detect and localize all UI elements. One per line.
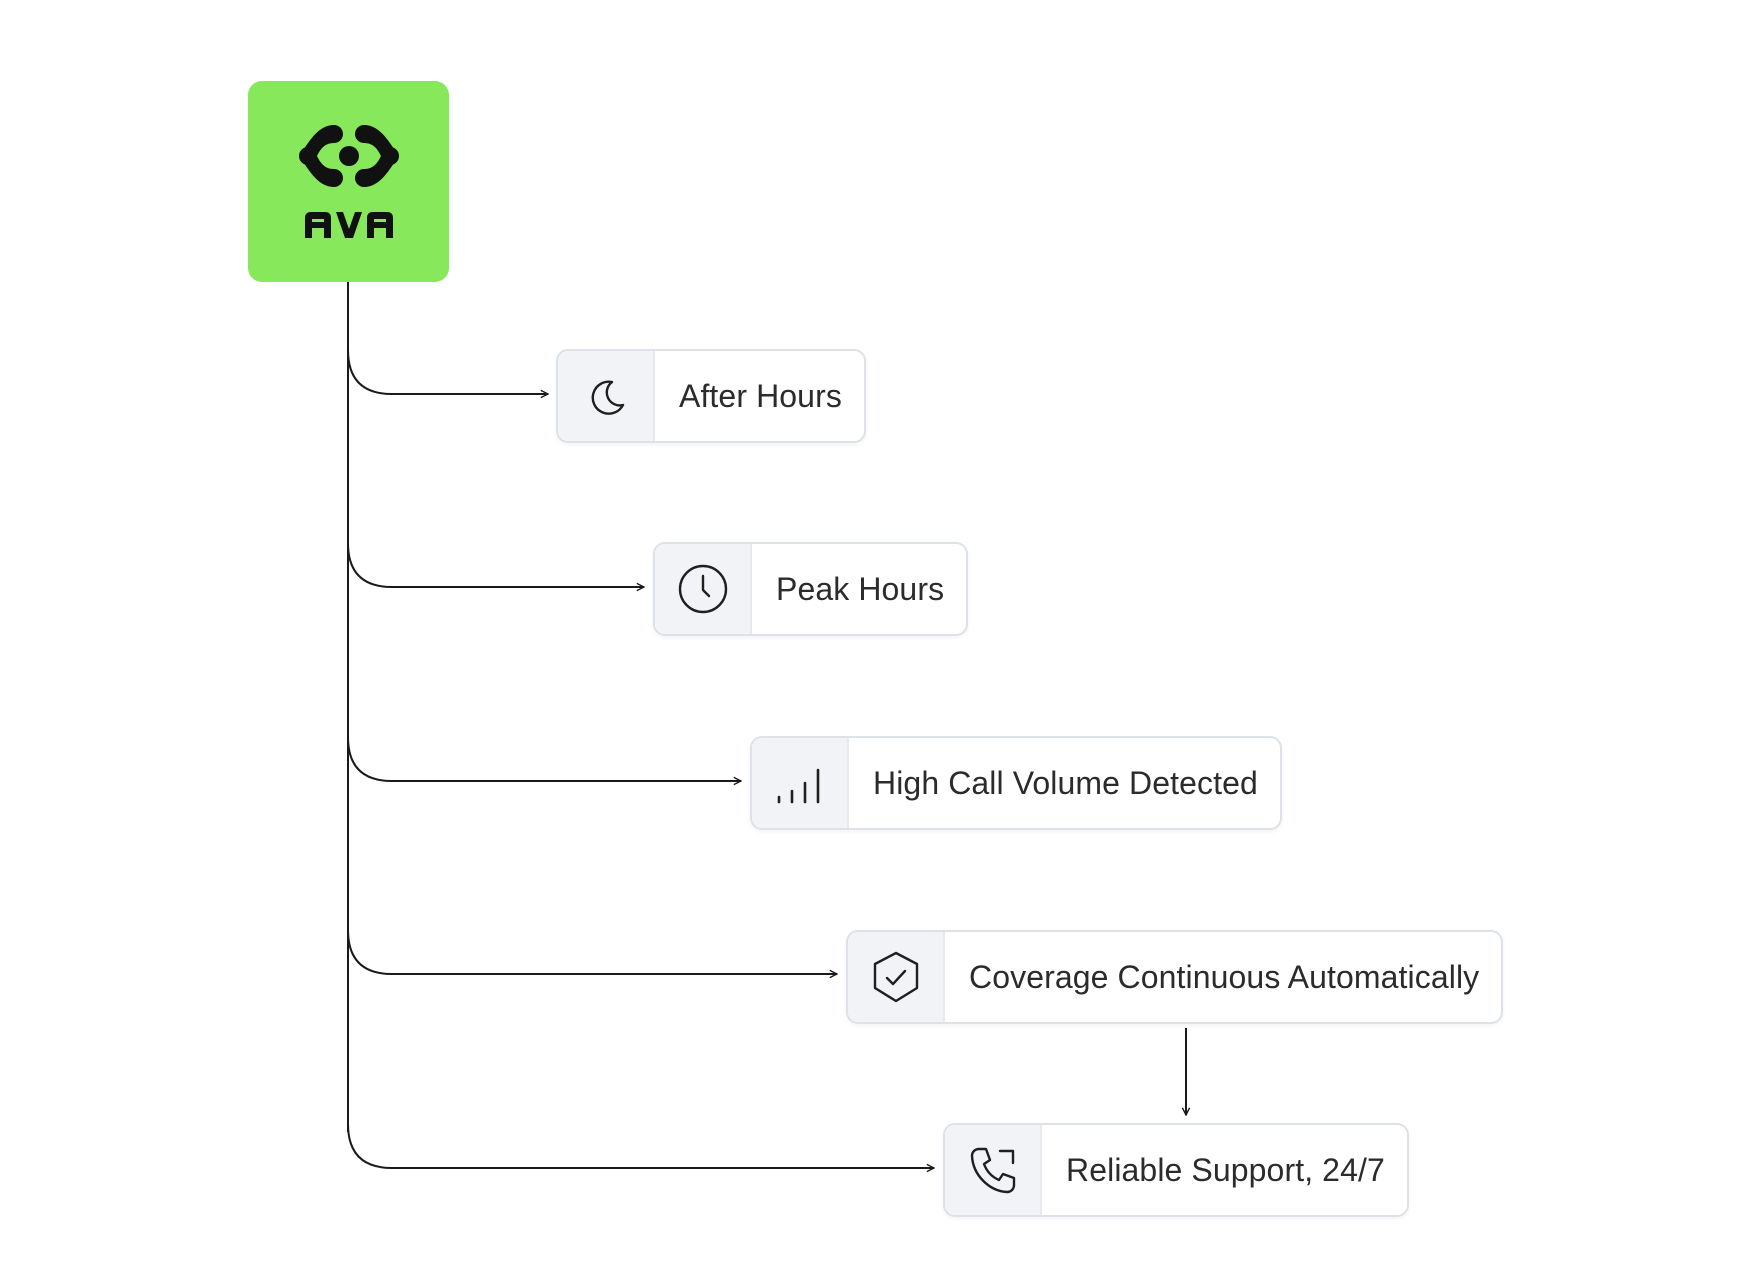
edge-high-call-volume [347, 736, 741, 781]
icon-cell [752, 738, 849, 828]
ava-logo-tile [248, 81, 449, 282]
icon-cell [655, 544, 752, 634]
moon-icon [591, 380, 624, 415]
edge-peak-hours [347, 542, 644, 587]
node-label: Reliable Support, 24/7 [1066, 1151, 1385, 1188]
icon-cell [558, 351, 655, 441]
icon-cell [848, 932, 945, 1022]
node-label: Peak Hours [776, 570, 945, 607]
ava-wordmark [304, 211, 393, 238]
shield-check-icon [873, 951, 918, 1003]
node-peak-hours: Peak Hours [653, 542, 969, 636]
clock-icon [678, 564, 727, 614]
edge-after-hours [347, 349, 548, 394]
icon-cell [945, 1125, 1042, 1215]
node-after-hours: After Hours [556, 349, 866, 443]
phone-forward-icon [970, 1147, 1015, 1194]
node-high-call-volume: High Call Volume Detected [750, 736, 1282, 830]
signal-bars-icon [777, 768, 819, 804]
node-label: Coverage Continuous Automatically [969, 958, 1480, 995]
edge-coverage-continuous [347, 929, 837, 974]
edge-reliable-support [347, 1123, 934, 1168]
node-label: High Call Volume Detected [873, 764, 1258, 801]
node-reliable-support: Reliable Support, 24/7 [943, 1123, 1409, 1217]
ava-node-mark-icon [298, 124, 399, 187]
node-coverage-continuous: Coverage Continuous Automatically [846, 930, 1504, 1024]
node-label: After Hours [679, 377, 842, 414]
